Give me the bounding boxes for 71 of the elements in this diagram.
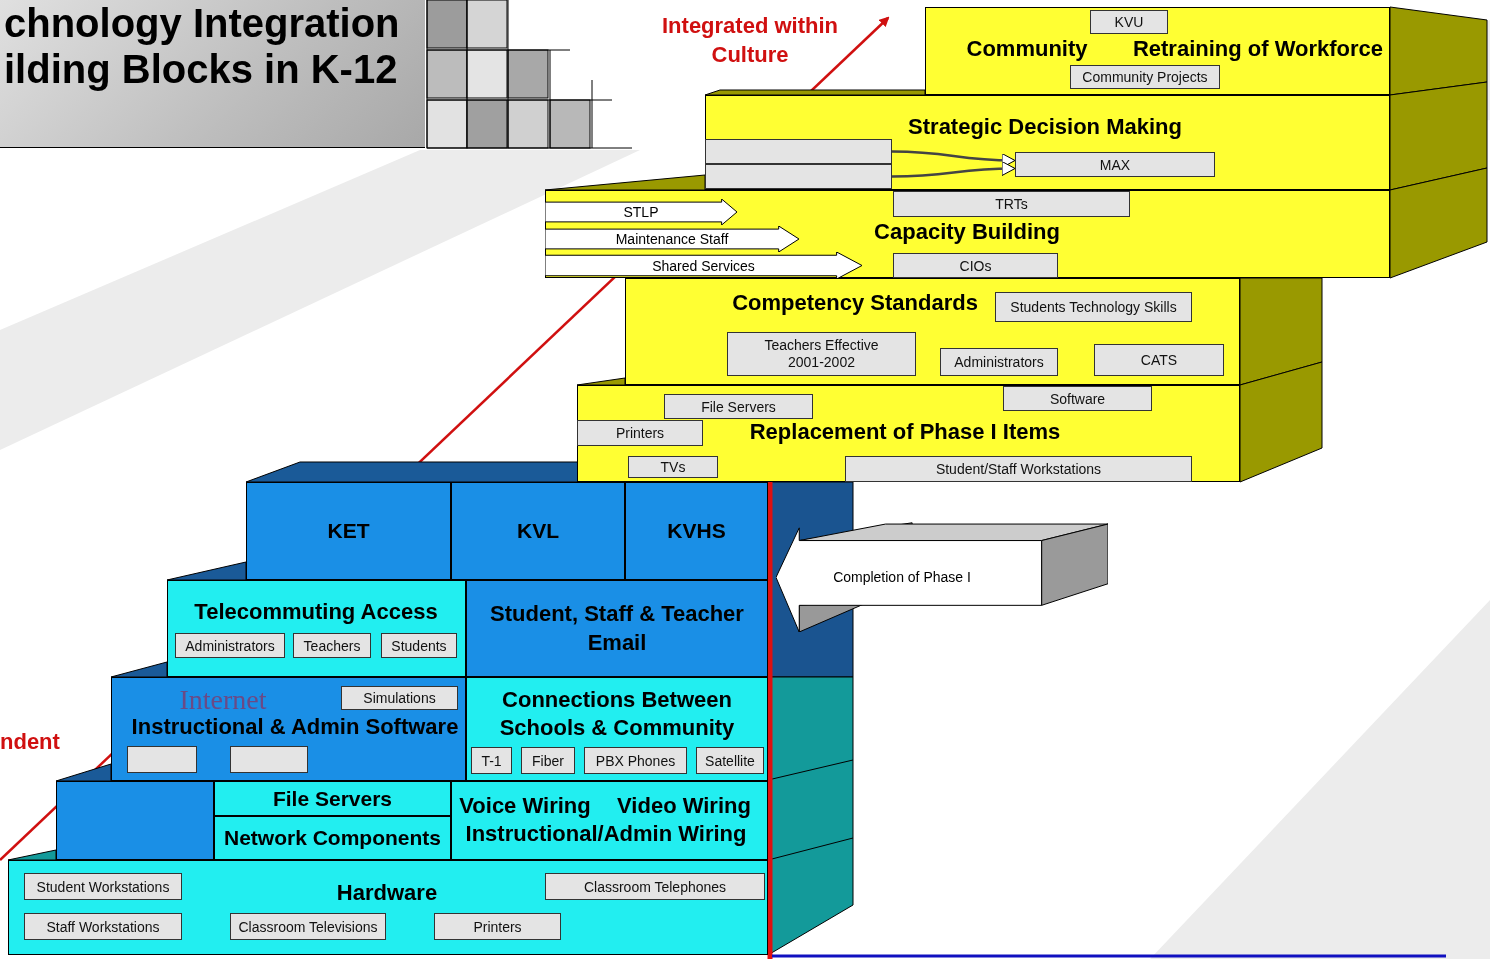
item-box: Fiber (521, 747, 575, 774)
layer-block (625, 278, 1240, 385)
block-heading: Replacement of Phase I Items (749, 418, 1061, 446)
item-box: Teachers Effective 2001-2002 (727, 332, 916, 376)
item-box: Student/Staff Workstations (845, 456, 1192, 482)
layer-block (705, 95, 1390, 190)
item-box (230, 746, 308, 773)
item-box: Satellite (696, 747, 764, 774)
layer-block (8, 860, 768, 955)
block-heading: Hardware (336, 879, 438, 907)
block-heading: Community (966, 35, 1088, 63)
item-box: TVs (628, 456, 718, 478)
item-box: File Servers (664, 394, 813, 419)
layer-block (545, 190, 1390, 278)
item-box: Teachers (293, 633, 371, 658)
layer-block: Student, Staff & Teacher Email (466, 580, 768, 677)
block-heading: Instructional/Admin Wiring (465, 820, 747, 848)
title-banner: chnology Integration ilding Blocks in K-12 (0, 0, 425, 148)
item-box (705, 164, 892, 189)
item-box: Classroom Televisions (230, 913, 386, 940)
item-box (127, 746, 197, 773)
item-box: MAX (1015, 152, 1215, 177)
item-box: Administrators (940, 348, 1058, 376)
annotation-text: Integrated within Culture (661, 12, 839, 69)
item-box: Student Workstations (24, 873, 182, 900)
layer-block (577, 385, 1240, 482)
arrow-label: Completion of Phase I (833, 568, 971, 585)
arrow-label: Maintenance Staff (615, 231, 729, 247)
pointer-tag (545, 199, 737, 225)
item-box: Software (1003, 386, 1152, 411)
item-box: TRTs (893, 191, 1130, 217)
item-box: Classroom Telephones (545, 873, 765, 900)
layer-block: KVHS (625, 482, 768, 580)
layer-block (451, 781, 768, 860)
block-heading: Voice Wiring (459, 792, 591, 820)
item-box (705, 139, 892, 164)
annotation-text: ndent (0, 728, 61, 756)
item-box: Administrators (175, 633, 285, 658)
block-heading: Competency Standards (732, 289, 978, 317)
item-box: KVU (1090, 10, 1168, 34)
arrow-label: Shared Services (652, 257, 755, 274)
item-box: T-1 (471, 747, 512, 774)
layer-block (466, 677, 768, 781)
item-box: Printers (577, 420, 703, 446)
layer-block: Network Components (214, 816, 451, 860)
block-heading: Connections Between Schools & Community (498, 685, 736, 741)
item-box: Students Technology Skills (995, 292, 1192, 322)
block-heading: Retraining of Workforce (1132, 35, 1384, 63)
arrow-label: STLP (623, 204, 659, 220)
layer-block (925, 7, 1390, 95)
item-box: Simulations (341, 686, 458, 710)
item-box: Students (381, 633, 457, 658)
item-box: Printers (434, 913, 561, 940)
item-box: CIOs (893, 253, 1058, 278)
item-box: CATS (1094, 344, 1224, 376)
pointer-tag (545, 252, 862, 279)
block-heading: Telecommuting Access (194, 598, 438, 626)
layer-block (167, 580, 466, 677)
item-box: Staff Workstations (24, 913, 182, 940)
layer-block: File Servers (214, 781, 451, 816)
pointer-tag (545, 226, 799, 252)
block-heading: Video Wiring (617, 792, 751, 820)
block-heading: Strategic Decision Making (908, 113, 1182, 141)
item-box: Community Projects (1070, 65, 1220, 89)
layer-block (56, 781, 214, 860)
layer-block: KET (246, 482, 451, 580)
block-heading: Capacity Building (874, 218, 1060, 246)
layer-block (111, 677, 466, 781)
layer-block: KVL (451, 482, 625, 580)
item-box: PBX Phones (584, 747, 687, 774)
arrow (892, 161, 1016, 178)
